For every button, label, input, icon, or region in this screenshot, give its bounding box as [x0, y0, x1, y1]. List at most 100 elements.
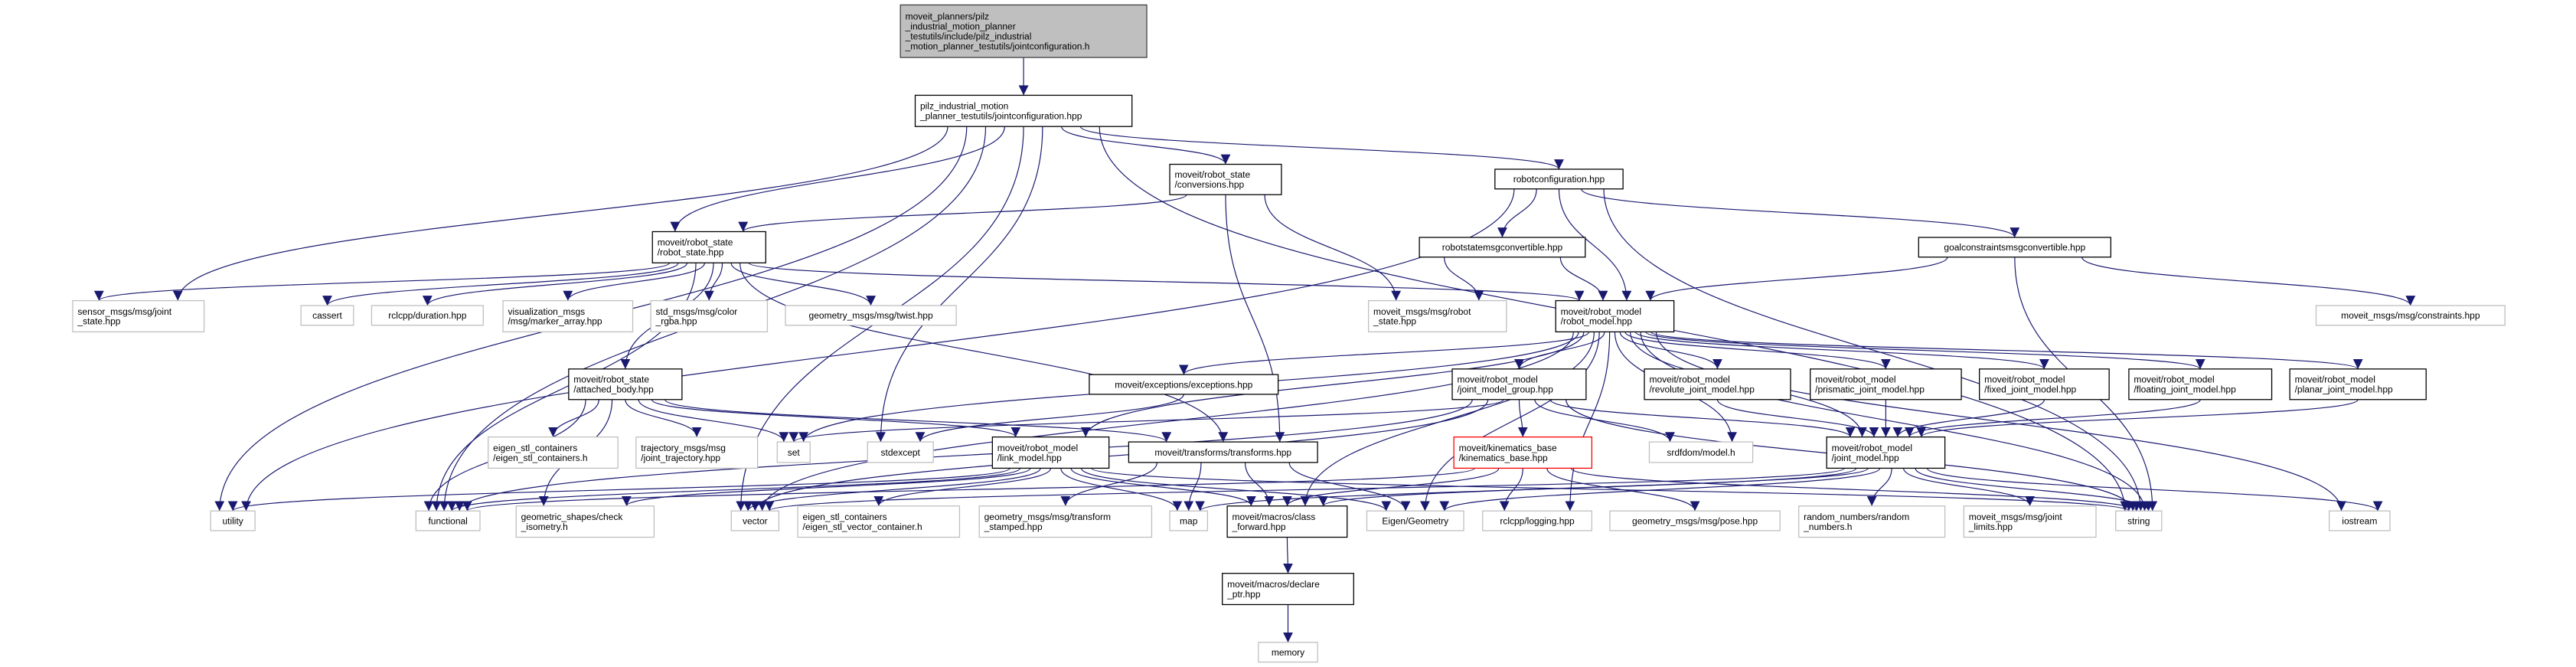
node-memory[interactable]: memory	[1258, 642, 1318, 663]
node-rsmc[interactable]: robotstatemsgconvertible.hpp	[1419, 237, 1586, 258]
edge-rm-to-cf	[1300, 332, 1595, 506]
node-box	[2115, 510, 2163, 531]
edge-jc-to-rs	[670, 126, 1005, 232]
node-sensor[interactable]: sensor_msgs/msg/joint_state.hpp	[72, 299, 205, 332]
edge-jmg-to-vector	[750, 399, 1489, 512]
node-rcllog[interactable]: rclcpp/logging.hpp	[1482, 510, 1593, 531]
edge-rs-to-tf	[739, 263, 1229, 443]
node-rand[interactable]: random_numbers/random_numbers.h	[1798, 505, 1946, 538]
node-string[interactable]: string	[2115, 510, 2163, 531]
node-fix[interactable]: moveit/robot_model/fixed_joint_model.hpp	[1979, 368, 2110, 401]
node-dp[interactable]: moveit/macros/declare_ptr.hpp	[1222, 573, 1354, 606]
node-srdf[interactable]: srdfdom/model.h	[1648, 441, 1754, 463]
node-rev[interactable]: moveit/robot_model/revolute_joint_model.…	[1644, 368, 1791, 401]
node-color[interactable]: std_msgs/msg/color_rgba.hpp	[650, 299, 769, 332]
edge-gc-to-rm	[1645, 257, 1948, 301]
node-gc[interactable]: goalconstraintsmsgconvertible.hpp	[1918, 237, 2111, 258]
node-vis[interactable]: visualization_msgs/msg/marker_array.hpp	[502, 299, 634, 332]
node-label: /msg/marker_array.hpp	[508, 316, 602, 327]
node-root[interactable]: moveit_planners/pilz_industrial_motion_p…	[899, 4, 1148, 58]
node-kb[interactable]: moveit/kinematics_base/kinematics_base.h…	[1453, 436, 1593, 469]
node-rcldur[interactable]: rclcpp/duration.hpp	[371, 305, 484, 326]
edge-lm-to-vector	[743, 468, 1041, 512]
node-label: moveit/robot_model	[1984, 374, 2065, 385]
edge-ab-to-lm	[651, 399, 1020, 438]
node-twist[interactable]: geometry_msgs/msg/twist.hpp	[785, 305, 957, 326]
edge-jm-to-cf	[1318, 467, 1869, 507]
node-box	[1810, 368, 1962, 401]
node-box	[1451, 368, 1587, 401]
node-box	[651, 231, 766, 263]
node-rm[interactable]: moveit/robot_model/robot_model.hpp	[1555, 299, 1675, 332]
node-cf[interactable]: moveit/macros/class_forward.hpp	[1226, 505, 1348, 538]
edge-jc-to-stdexc	[876, 126, 1043, 443]
edge-rs-to-color	[704, 263, 723, 301]
node-label: set	[788, 447, 801, 458]
node-stdexc[interactable]: stdexcept	[867, 441, 934, 463]
node-ab[interactable]: moveit/robot_state/attached_body.hpp	[568, 368, 683, 401]
node-evc[interactable]: eigen_stl_containers/eigen_stl_vector_co…	[797, 505, 961, 538]
node-label: /eigen_stl_vector_container.h	[803, 522, 922, 532]
node-tf[interactable]: moveit/transforms/transforms.hpp	[1128, 441, 1318, 463]
node-jl[interactable]: moveit_msgs/msg/joint_limits.hpp	[1963, 505, 2097, 538]
node-label: _state.hpp	[1373, 316, 1416, 327]
edge-tf-to-gts	[1060, 462, 1158, 506]
node-lm[interactable]: moveit/robot_model/link_model.hpp	[991, 436, 1110, 469]
node-label: _limits.hpp	[1968, 522, 2013, 532]
edge-ab-to-set	[638, 399, 789, 443]
node-iostream[interactable]: iostream	[2328, 510, 2391, 531]
node-functional[interactable]: functional	[415, 510, 481, 531]
node-gts[interactable]: geometry_msgs/msg/transform_stamped.hpp	[978, 505, 1153, 538]
node-mmrs[interactable]: moveit_msgs/msg/robot_state.hpp	[1367, 299, 1507, 332]
node-jm[interactable]: moveit/robot_model/joint_model.hpp	[1826, 436, 1946, 469]
node-label: _testutils/include/pilz_industrial	[905, 31, 1032, 41]
node-label: _ptr.hpp	[1226, 589, 1261, 600]
node-eigen[interactable]: Eigen/Geometry	[1366, 510, 1464, 531]
node-label: _motion_planner_testutils/jointconfigura…	[905, 41, 1090, 51]
node-label: eigen_stl_containers	[493, 443, 577, 453]
node-label: std_msgs/msg/color	[656, 306, 738, 317]
edge-kb-to-functional	[462, 467, 1475, 512]
node-vector[interactable]: vector	[730, 510, 780, 531]
edge-ab-to-esc	[548, 399, 599, 437]
node-box	[1367, 299, 1507, 332]
node-label: visualization_msgs	[508, 306, 585, 317]
node-rs[interactable]: moveit/robot_state/robot_state.hpp	[651, 231, 766, 263]
node-cons[interactable]: moveit_msgs/msg/constraints.hpp	[2315, 305, 2506, 326]
node-traj[interactable]: trajectory_msgs/msg/joint_trajectory.hpp	[635, 436, 759, 469]
node-label: moveit/transforms/transforms.hpp	[1154, 447, 1291, 458]
node-flo[interactable]: moveit/robot_model/floating_joint_model.…	[2128, 368, 2273, 401]
node-jc[interactable]: pilz_industrial_motion_planner_testutils…	[914, 94, 1133, 127]
node-pose[interactable]: geometry_msgs/msg/pose.hpp	[1609, 510, 1781, 531]
node-box	[1963, 505, 2097, 538]
node-label: moveit_msgs/msg/joint	[1969, 512, 2063, 522]
edge-flo-to-jm	[1905, 399, 2201, 437]
node-set[interactable]: set	[776, 441, 811, 463]
node-geocheck[interactable]: geometric_shapes/check_isometry.h	[515, 505, 655, 538]
node-conv[interactable]: moveit/robot_state/conversions.hpp	[1169, 163, 1282, 195]
edge-jmg-to-set	[788, 399, 1504, 443]
node-esc[interactable]: eigen_stl_containers/eigen_stl_container…	[488, 436, 619, 469]
node-jmg[interactable]: moveit/robot_model/joint_model_group.hpp	[1451, 368, 1587, 401]
node-box	[730, 510, 780, 531]
node-label: moveit_msgs/msg/constraints.hpp	[2341, 310, 2480, 321]
edge-jmg-to-kb	[1517, 399, 1528, 437]
node-map[interactable]: map	[1169, 510, 1209, 531]
node-label: /joint_trajectory.hpp	[641, 453, 720, 463]
node-cassert[interactable]: cassert	[300, 305, 354, 326]
node-pri[interactable]: moveit/robot_model/prismatic_joint_model…	[1810, 368, 1962, 401]
edge-rm-to-lm	[1080, 332, 1585, 437]
edge-rm-to-jmg	[1514, 332, 1605, 369]
node-label: geometry_msgs/msg/twist.hpp	[809, 310, 933, 321]
edge-jmg-to-jm	[1549, 399, 1856, 438]
node-label: geometry_msgs/msg/transform	[984, 512, 1111, 522]
node-exc[interactable]: moveit/exceptions/exceptions.hpp	[1089, 374, 1279, 395]
edge-rs-to-rm	[748, 262, 1584, 302]
node-label: cassert	[312, 310, 342, 321]
node-box	[210, 510, 256, 531]
node-label: robotconfiguration.hpp	[1513, 174, 1605, 185]
node-pla[interactable]: moveit/robot_model/planar_joint_model.hp…	[2289, 368, 2427, 401]
node-rc[interactable]: robotconfiguration.hpp	[1494, 168, 1624, 190]
edge-jm-to-vector	[765, 467, 1845, 512]
node-utility[interactable]: utility	[210, 510, 256, 531]
